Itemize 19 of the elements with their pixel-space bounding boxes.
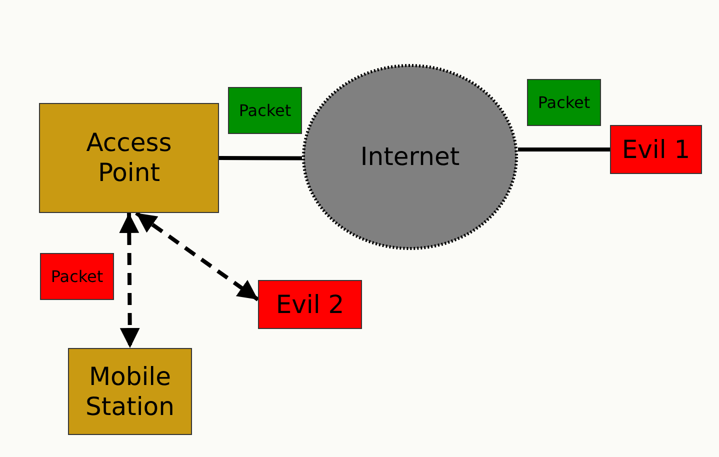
connector-line — [219, 156, 302, 160]
node-label: Internet — [360, 142, 460, 172]
arrow — [119, 212, 140, 348]
connector-line — [518, 148, 610, 152]
arrow — [135, 211, 260, 302]
access-point-box — [39, 103, 219, 213]
node-label: Mobile Station — [84, 362, 176, 422]
packet-box — [527, 79, 601, 126]
node-label: Packet — [50, 266, 104, 286]
node-label: Evil 2 — [276, 290, 344, 320]
node-label: Access Point — [85, 128, 173, 188]
node-label: Packet — [238, 100, 292, 120]
station-box — [68, 348, 192, 435]
attacker-box — [610, 125, 702, 174]
node-label: Packet — [538, 92, 590, 112]
packet-box — [228, 87, 302, 134]
attacker-box — [258, 280, 362, 329]
node-label: Evil 1 — [622, 134, 690, 164]
packet-box — [40, 253, 114, 300]
